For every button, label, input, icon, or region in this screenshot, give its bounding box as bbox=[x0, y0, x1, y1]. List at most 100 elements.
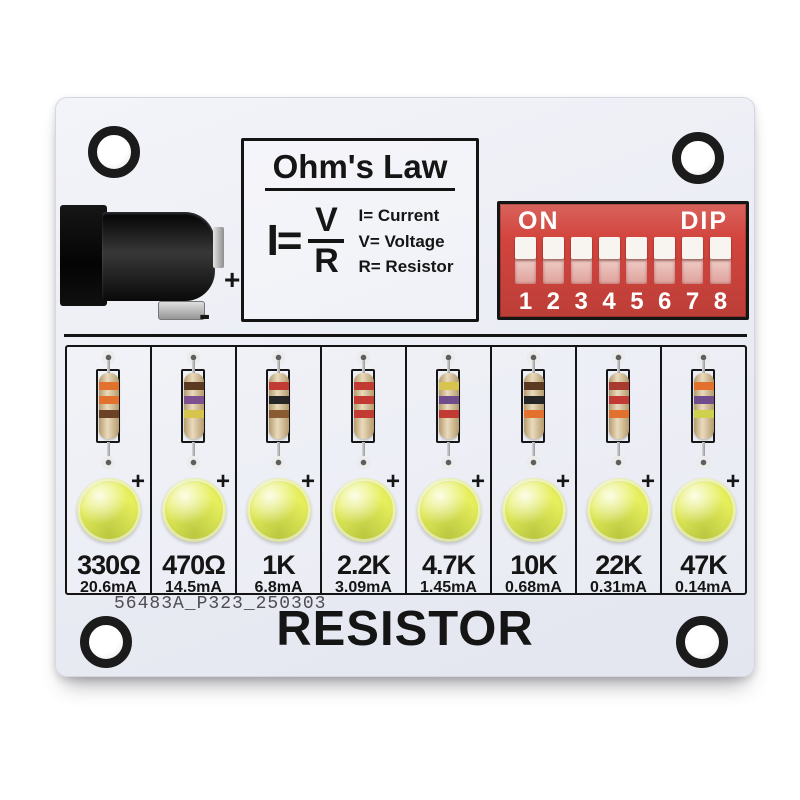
solder-pad bbox=[697, 456, 710, 469]
channel-grid: + 330Ω 20.6mA bbox=[65, 345, 747, 597]
resistor-band bbox=[183, 382, 204, 390]
solder-pad bbox=[357, 351, 370, 364]
solder-pad bbox=[612, 351, 625, 364]
led-component: + bbox=[152, 469, 235, 551]
resistor-component bbox=[264, 360, 294, 456]
solder-pad bbox=[357, 456, 370, 469]
dip-dip-label: DIP bbox=[680, 207, 728, 235]
dip-number: 1 bbox=[518, 288, 533, 315]
jack-positive-label: + bbox=[224, 264, 241, 295]
dip-on-label: ON bbox=[518, 207, 560, 235]
resistor-lead bbox=[361, 442, 365, 456]
resistor-band bbox=[268, 396, 289, 404]
resistor-lead bbox=[701, 360, 705, 374]
formula-numerator: V bbox=[315, 200, 338, 239]
resistor-band bbox=[523, 410, 544, 418]
resistor-band bbox=[693, 410, 714, 418]
led-dome bbox=[416, 478, 481, 542]
dip-slider-knob bbox=[515, 237, 536, 259]
resistance-label: 1K bbox=[262, 550, 296, 580]
resistor-body bbox=[523, 373, 544, 439]
current-label: 0.68mA bbox=[505, 579, 562, 597]
dip-sliders bbox=[515, 237, 731, 284]
resistor-band bbox=[693, 396, 714, 404]
mounting-hole bbox=[88, 126, 140, 178]
led-polarity-label: + bbox=[300, 468, 315, 495]
resistor-lead bbox=[276, 442, 280, 456]
resistor-band bbox=[353, 410, 374, 418]
led-component: + bbox=[237, 469, 320, 551]
formula-i-equals: I= bbox=[266, 216, 303, 266]
dip-slider-knob bbox=[626, 237, 648, 259]
led-dome bbox=[331, 478, 396, 542]
led-dome bbox=[76, 478, 141, 542]
dip-slider-2[interactable] bbox=[542, 237, 564, 284]
resistor-lead bbox=[446, 442, 450, 456]
current-label: 3.09mA bbox=[335, 579, 392, 597]
led-dome bbox=[671, 478, 736, 542]
resistor-lead bbox=[191, 360, 195, 374]
resistor-body bbox=[438, 373, 459, 439]
formula-fraction: V R bbox=[308, 200, 345, 280]
solder-pad bbox=[102, 351, 115, 364]
channel-10k: + 10K 0.68mA bbox=[492, 347, 577, 596]
resistor-body bbox=[268, 373, 289, 439]
solder-pad bbox=[272, 456, 285, 469]
led-component: + bbox=[662, 469, 745, 551]
solder-pad bbox=[442, 456, 455, 469]
resistor-lead bbox=[276, 360, 280, 374]
dip-slider-3[interactable] bbox=[570, 237, 592, 284]
resistor-band bbox=[523, 396, 544, 404]
solder-pad bbox=[187, 456, 200, 469]
dip-slider-4[interactable] bbox=[598, 237, 620, 284]
resistor-band bbox=[608, 410, 629, 418]
resistance-label: 2.2K bbox=[336, 550, 391, 580]
solder-pad bbox=[527, 456, 540, 469]
resistor-lead bbox=[616, 442, 620, 456]
led-polarity-label: + bbox=[130, 468, 145, 495]
resistance-label: 10K bbox=[510, 550, 558, 580]
resistor-component bbox=[94, 360, 124, 456]
dip-slider-5[interactable] bbox=[626, 237, 648, 284]
led-dome bbox=[161, 478, 226, 542]
dip-switch-body: ON DIP 1 2 3 4 5 bbox=[500, 204, 746, 317]
dip-number: 6 bbox=[658, 288, 672, 315]
ohms-law-formula: I= V R I= Current V= Voltage R= Resistor bbox=[266, 200, 454, 280]
dip-slider-knob bbox=[682, 237, 704, 259]
resistor-lead bbox=[701, 442, 705, 456]
led-dome bbox=[586, 478, 651, 542]
resistor-band bbox=[183, 410, 204, 418]
solder-pad bbox=[612, 456, 625, 469]
resistor-body bbox=[693, 373, 714, 439]
dip-slider-knob bbox=[598, 237, 620, 259]
led-component: + bbox=[407, 469, 490, 551]
dip-number: 4 bbox=[602, 288, 616, 315]
mounting-hole bbox=[672, 132, 724, 184]
resistor-band bbox=[438, 396, 459, 404]
resistor-band bbox=[268, 382, 289, 390]
dip-number: 2 bbox=[546, 288, 561, 315]
resistor-body bbox=[608, 373, 629, 439]
resistor-lead bbox=[106, 442, 110, 456]
solder-pad bbox=[697, 351, 710, 364]
dip-slider-knob bbox=[654, 237, 676, 259]
led-component: + bbox=[492, 469, 575, 551]
dc-jack-solder-tab bbox=[158, 301, 205, 320]
dip-slider-6[interactable] bbox=[654, 237, 676, 284]
led-component: + bbox=[577, 469, 660, 551]
mounting-hole bbox=[676, 616, 728, 668]
ohms-law-title: Ohm's Law bbox=[264, 149, 456, 191]
led-dome bbox=[246, 478, 311, 542]
dip-slider-7[interactable] bbox=[682, 237, 704, 284]
resistor-band bbox=[353, 396, 374, 404]
dip-slider-1[interactable] bbox=[515, 237, 536, 284]
dip-slider-8[interactable] bbox=[709, 237, 731, 284]
solder-pad bbox=[527, 351, 540, 364]
board-title: RESISTOR bbox=[276, 602, 534, 656]
led-polarity-label: + bbox=[725, 468, 740, 495]
resistor-component bbox=[689, 360, 719, 456]
dip-labels: ON DIP bbox=[518, 209, 728, 234]
resistor-band bbox=[608, 396, 629, 404]
resistor-lead bbox=[106, 360, 110, 374]
